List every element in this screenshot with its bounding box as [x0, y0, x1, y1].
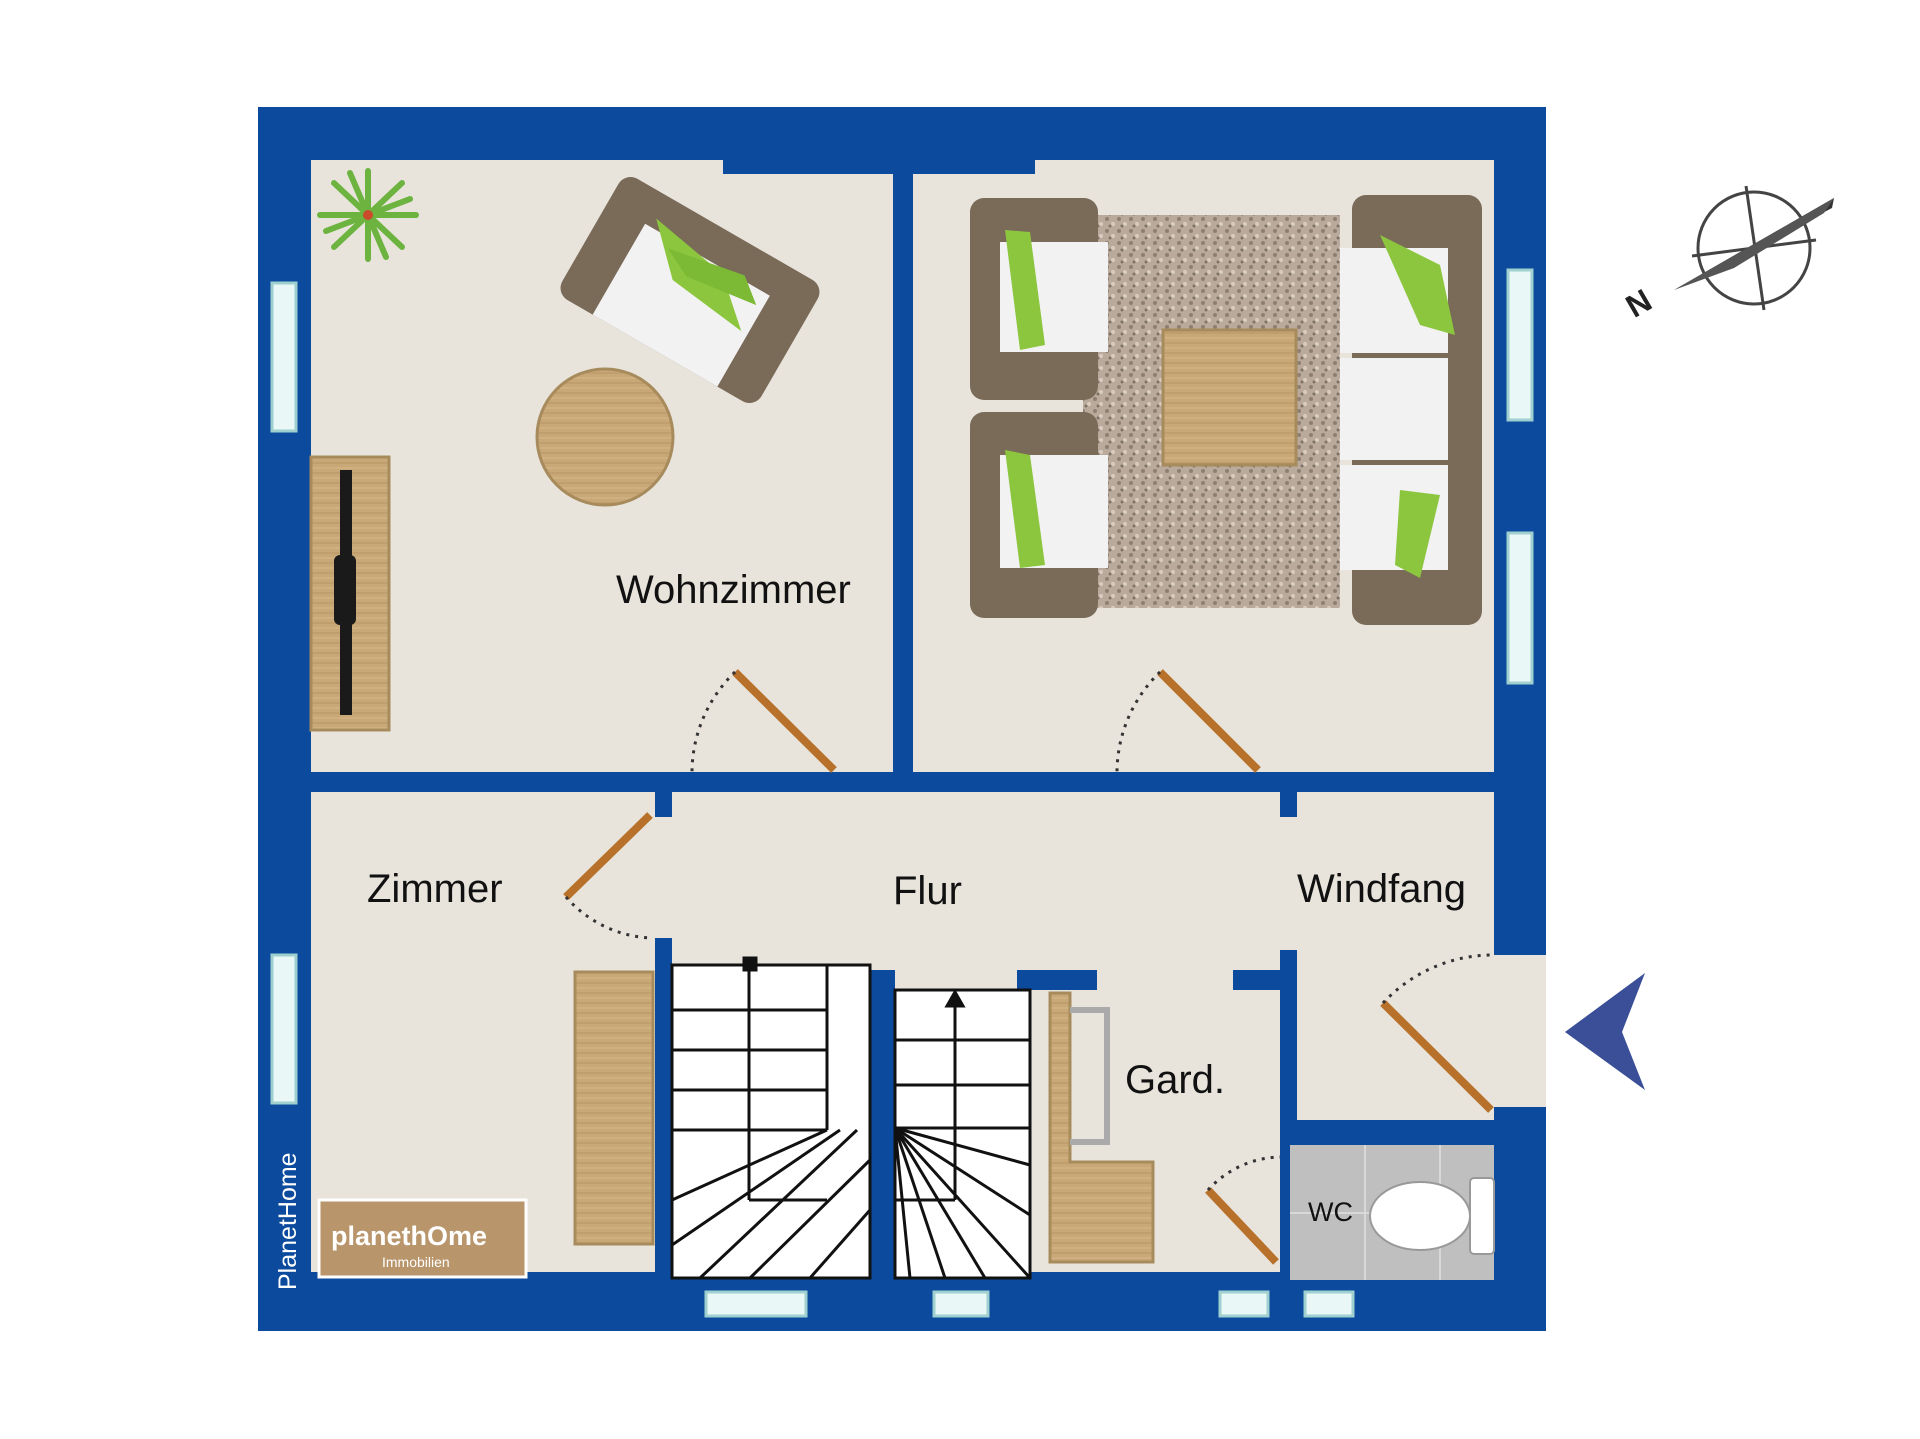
door-zimmer [563, 812, 653, 940]
logo-subtext: Immobilien [382, 1254, 450, 1270]
entrance-arrow-icon [1565, 973, 1645, 1090]
door-wohnzimmer-left [690, 669, 837, 773]
sofa-left [970, 198, 1108, 618]
door-windfang [1380, 953, 1495, 1113]
wardrobe [1048, 991, 1155, 1264]
compass-north-label: N [1620, 282, 1658, 325]
room-label-windfang: Windfang [1297, 867, 1466, 911]
room-label-wohnzimmer: Wohnzimmer [616, 568, 851, 612]
room-label-zimmer: Zimmer [367, 867, 503, 911]
plant-icon [317, 168, 419, 262]
tv-unit [309, 455, 391, 732]
door-wc [1205, 1155, 1281, 1265]
sofa-right [1340, 195, 1482, 625]
room-label-garderobe: Gard. [1125, 1058, 1225, 1102]
door-wohnzimmer-right [1115, 669, 1261, 773]
wc-room [1290, 1145, 1495, 1280]
side-brand-text: PlanetHome [274, 1152, 302, 1290]
doors [563, 669, 1495, 1265]
planethome-logo: planethOme Immobilien [317, 1198, 528, 1279]
armchair [560, 177, 820, 403]
logo-text: planethOme [331, 1221, 487, 1251]
windows [270, 268, 1534, 1318]
staircase [670, 956, 1032, 1280]
room-label-flur: Flur [893, 869, 962, 913]
coffee-table [1161, 328, 1298, 467]
round-table [535, 367, 675, 507]
toilet-icon [1369, 1177, 1495, 1255]
room-label-wc: WC [1308, 1197, 1353, 1227]
zimmer-cabinet [573, 970, 655, 1246]
compass-icon: N [1620, 185, 1834, 325]
